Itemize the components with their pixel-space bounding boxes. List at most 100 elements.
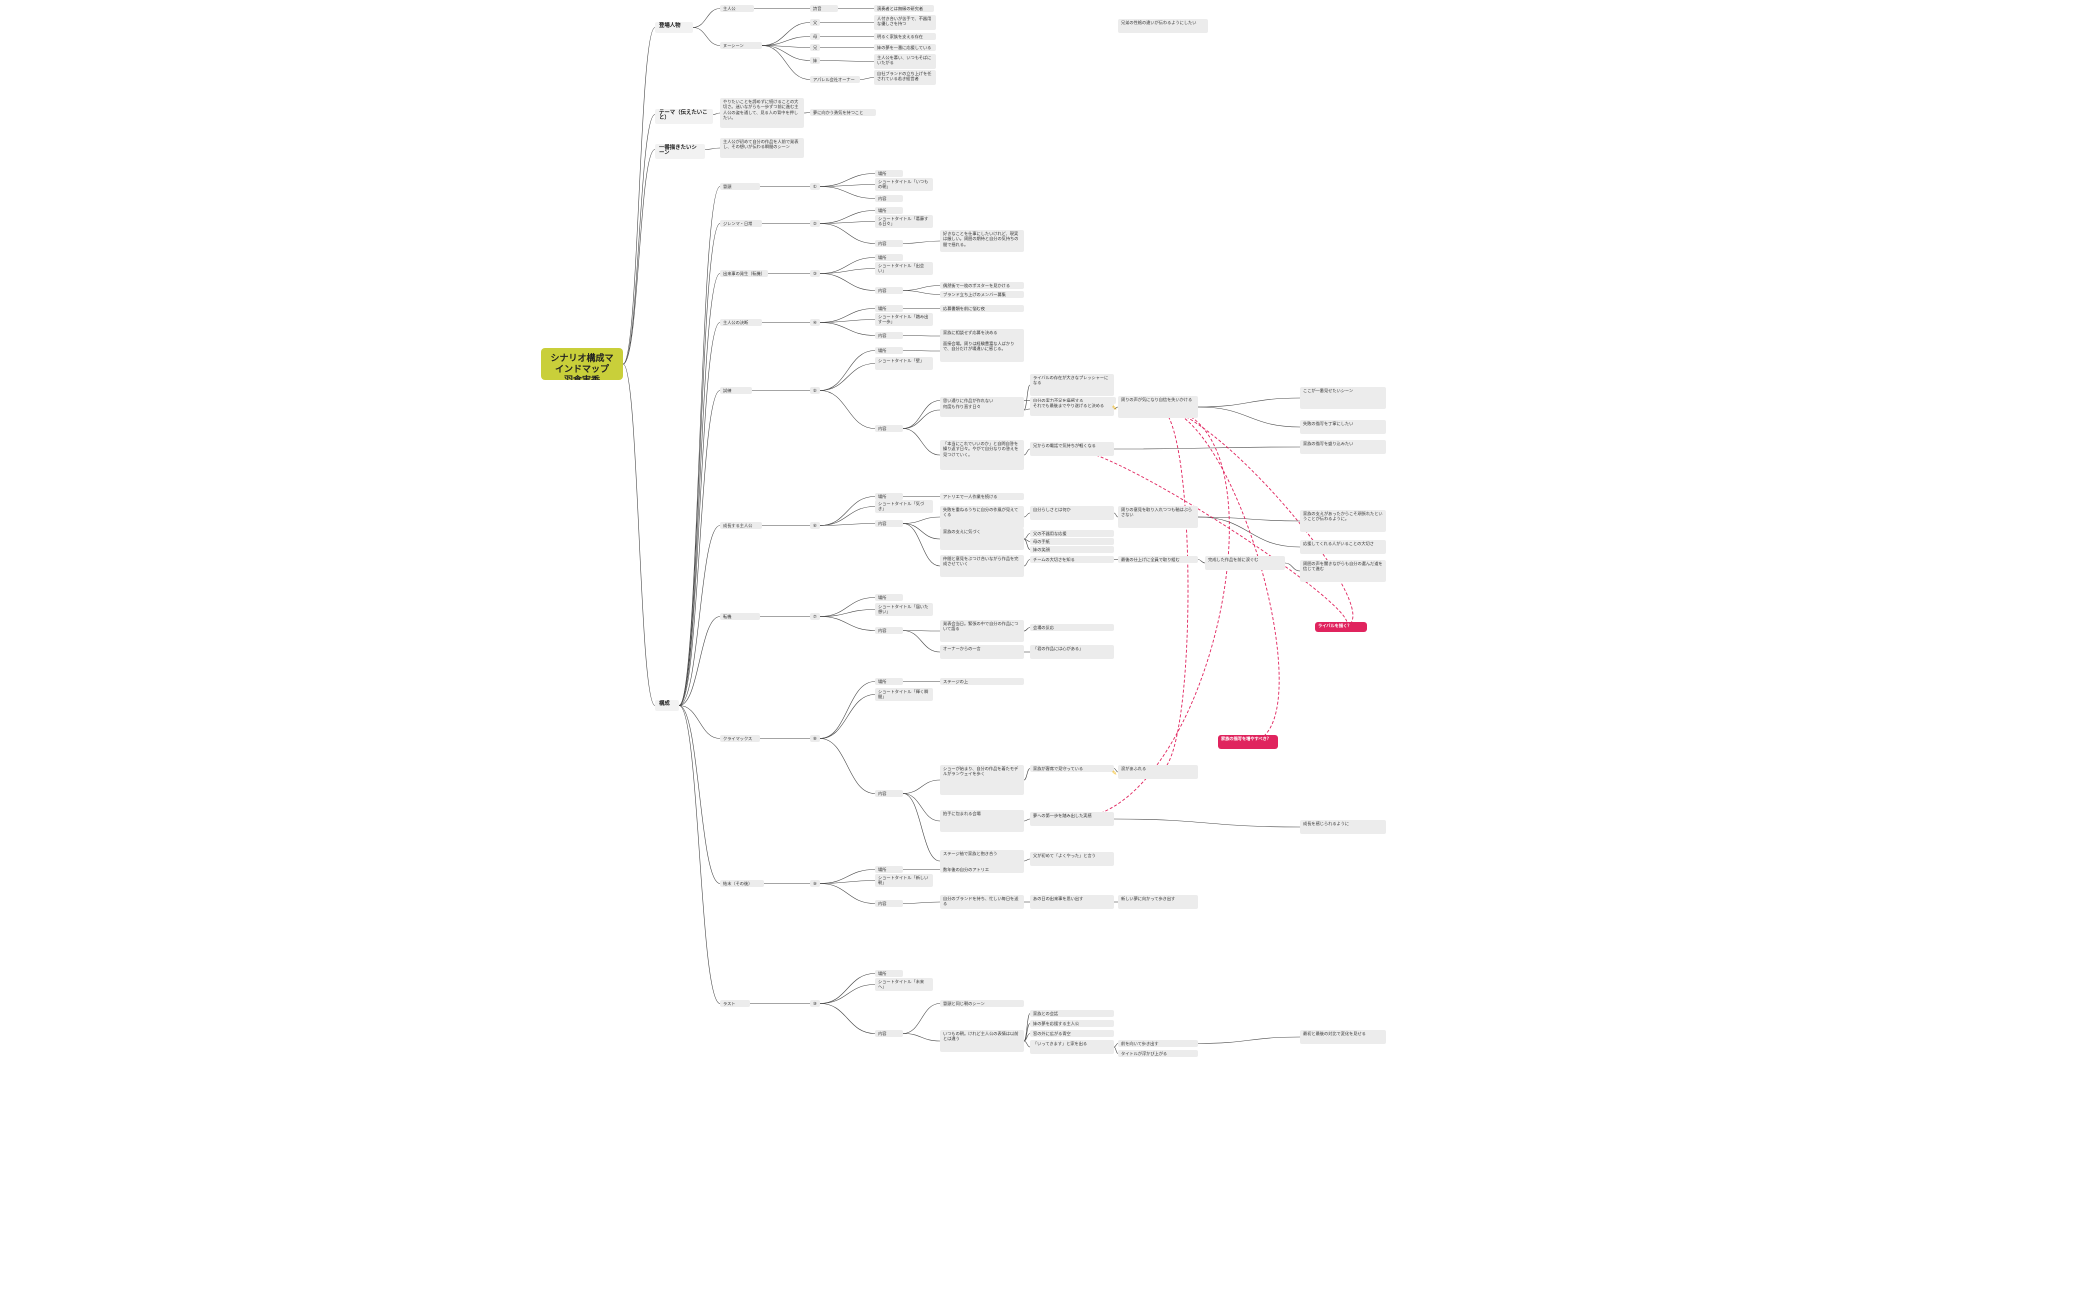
topic-n1a[interactable]: 主人公 [720, 5, 754, 13]
topic-c4b[interactable]: ショートタイトル「踏み出す一歩」 [875, 313, 933, 326]
topic-c2a[interactable]: 場所 [875, 207, 903, 215]
topic-c3b[interactable]: ショートタイトル「出会い」 [875, 262, 933, 275]
topic-c8c1b[interactable]: 涙があふれる [1118, 765, 1198, 779]
topic-n1b2[interactable]: 母 [810, 33, 820, 41]
topic-c9a[interactable]: 場所 [875, 866, 903, 874]
topic-c8x[interactable]: ⑧ [810, 735, 820, 743]
topic-c9a1[interactable]: 数年後の自分のアトリエ [940, 866, 1024, 874]
topic-c6x[interactable]: ⑥ [810, 522, 820, 530]
note-topic-e3[interactable]: 失敗の描写を丁寧にしたい [1300, 420, 1386, 434]
topic-c9c3[interactable]: 新しい夢に向かって歩き出す [1118, 895, 1198, 909]
topic-c6[interactable]: 成長する主人公 [720, 522, 762, 530]
topic-c4a1[interactable]: 応募書類を前に悩む夜 [940, 305, 1024, 313]
note-topic-e7[interactable]: 周囲の声を聞きながらも自分の選んだ道を信じて進む [1300, 560, 1386, 582]
topic-c10c1b[interactable]: 妹の夢を応援する主人公 [1030, 1020, 1114, 1028]
note-topic-e2[interactable]: ここが一番見せたいシーン [1300, 387, 1386, 409]
topic-c6a[interactable]: 場所 [875, 493, 903, 501]
relationship-line[interactable] [1071, 406, 1230, 820]
topic-c1x[interactable]: ① [810, 183, 820, 191]
topic-c1a[interactable]: 場所 [875, 170, 903, 178]
topic-n1b1a[interactable]: 人付き合いが苦手で、不器用な優しさを持つ [874, 15, 936, 30]
topic-c7c[interactable]: 内容 [875, 627, 903, 635]
topic-n1b2a[interactable]: 明るく家族を支える存在 [874, 33, 936, 41]
note-icon[interactable]: ✎ [1112, 770, 1118, 777]
topic-c10c1d[interactable]: 「いってきます」と家を出る [1030, 1040, 1114, 1054]
topic-c6c2[interactable]: 家族の支えに気づく [940, 528, 1024, 550]
topic-c8c[interactable]: 内容 [875, 790, 903, 798]
topic-c3c2[interactable]: ブランド立ち上げのメンバー募集 [940, 291, 1024, 299]
topic-c7a[interactable]: 場所 [875, 594, 903, 602]
topic-c3c[interactable]: 内容 [875, 287, 903, 295]
topic-c9[interactable]: 結末（その後） [720, 880, 764, 888]
note-topic-e6[interactable]: 応援してくれる人がいることの大切さ [1300, 540, 1386, 554]
topic-c7c1a[interactable]: 会場の反応 [1030, 624, 1114, 632]
topic-c5a1[interactable]: 面接会場。周りは経験豊富な人ばかりで、自分だけが場違いに感じる。 [940, 340, 1024, 362]
topic-c5[interactable]: 試練 [720, 387, 752, 395]
topic-c6c3b[interactable]: 最後の仕上げに全員で取り組む [1118, 556, 1198, 564]
topic-c5x[interactable]: ⑤ [810, 387, 820, 395]
topic-c1c[interactable]: 内容 [875, 195, 903, 203]
topic-c9c1[interactable]: 自分のブランドを持ち、忙しい毎日を送る [940, 895, 1024, 909]
topic-c10c0[interactable]: 冒頭と同じ朝のシーン [940, 1000, 1024, 1008]
relationship-line[interactable] [1157, 406, 1189, 773]
root-topic[interactable]: シナリオ構成マインドマップ 羽倉実季 [541, 348, 623, 380]
topic-c4a[interactable]: 場所 [875, 305, 903, 313]
topic-c6b[interactable]: ショートタイトル「気づき」 [875, 500, 933, 513]
topic-c2b[interactable]: ショートタイトル「葛藤する日々」 [875, 215, 933, 228]
topic-c3a[interactable]: 場所 [875, 254, 903, 262]
topic-c8c2[interactable]: 拍手に包まれる会場 [940, 810, 1024, 832]
topic-n1[interactable]: 登場人物 [655, 22, 693, 33]
topic-c6c1b[interactable]: 周りの意見を取り入れつつも軸はぶらさない [1118, 506, 1198, 528]
topic-c4[interactable]: 主人公の決断 [720, 319, 762, 327]
topic-c8c1[interactable]: ショーが始まり、自分の作品を着たモデルがランウェイを歩く [940, 765, 1024, 795]
topic-c4x[interactable]: ④ [810, 319, 820, 327]
topic-c1b[interactable]: ショートタイトル「いつもの朝」 [875, 178, 933, 191]
topic-c10c[interactable]: 内容 [875, 1030, 903, 1038]
topic-c5c[interactable]: 内容 [875, 425, 903, 433]
topic-c7c1[interactable]: 発表会当日。緊張の中で自分の作品について語る [940, 620, 1024, 642]
topic-c2x[interactable]: ② [810, 220, 820, 228]
topic-c1[interactable]: 冒頭 [720, 183, 760, 191]
relationship-line[interactable] [1157, 406, 1354, 628]
topic-c10c1a[interactable]: 家族との会話 [1030, 1010, 1114, 1018]
topic-c3x[interactable]: ③ [810, 270, 820, 278]
topic-n4[interactable]: 構成 [655, 700, 679, 711]
topic-n1b4[interactable]: 妹 [810, 57, 820, 65]
note-topic-e9[interactable]: 最初と最後の対比で変化を見せる [1300, 1030, 1386, 1044]
topic-c10x[interactable]: ⑩ [810, 1000, 820, 1008]
topic-n2b[interactable]: 夢に向かう勇気を持つこと [810, 109, 876, 117]
topic-c8b[interactable]: ショートタイトル「輝く瞬間」 [875, 688, 933, 701]
topic-c4c1[interactable]: 家族に相談せず応募を決める [940, 329, 1024, 343]
topic-c5a[interactable]: 場所 [875, 347, 903, 355]
topic-c3[interactable]: 出来事の発生（転機） [720, 270, 768, 278]
topic-c5c1b2[interactable]: それでも最後までやり遂げると決める [1030, 402, 1114, 416]
topic-c9x[interactable]: ⑨ [810, 880, 820, 888]
note-topic-e4[interactable]: 家族の描写を盛り込みたい [1300, 440, 1386, 454]
topic-c9c[interactable]: 内容 [875, 900, 903, 908]
topic-c6c[interactable]: 内容 [875, 520, 903, 528]
topic-c6c2c[interactable]: 妹の笑顔 [1030, 546, 1114, 554]
topic-n2[interactable]: テーマ（伝えたいこと） [655, 109, 713, 124]
topic-n3a[interactable]: 主人公が初めて自分の作品を人前で発表し、その想いが伝わる瞬間のシーン [720, 138, 804, 158]
topic-n3[interactable]: 一番描きたいシーン [655, 144, 705, 159]
topic-c10c1[interactable]: いつもの朝。けれど主人公の表情は以前とは違う [940, 1030, 1024, 1052]
topic-n2a[interactable]: やりたいことを諦めずに続けることの大切さ。迷いながらも一歩ずつ前に進む主人公の姿… [720, 98, 804, 128]
topic-c5c1b3[interactable]: 周りの声が気になり自信を失いかける [1118, 396, 1198, 418]
topic-c10c1f[interactable]: タイトルが浮かび上がる [1118, 1050, 1198, 1058]
relationship-line[interactable] [1157, 406, 1280, 743]
topic-c8c3a[interactable]: 父が初めて「よくやった」と言う [1030, 852, 1114, 866]
topic-c5c1[interactable]: 思い通りに作品が作れない [940, 397, 1024, 405]
topic-n1b4a[interactable]: 主人公を慕い、いつもそばにいたがる [874, 54, 936, 69]
topic-c5c1b[interactable]: 何度も作り直す日々 [940, 403, 1024, 417]
floating-topic-p2[interactable]: 家族の描写を増やすべき？ [1218, 735, 1278, 749]
topic-c2[interactable]: ジレンマ・日常 [720, 220, 762, 228]
topic-c7[interactable]: 転機 [720, 613, 760, 621]
topic-n1b3[interactable]: 兄 [810, 44, 820, 52]
floating-topic-p1[interactable]: ライバルを描く？ [1315, 622, 1367, 632]
note-icon[interactable]: ✎ [1112, 405, 1118, 412]
topic-c2c1[interactable]: 好きなことを仕事にしたいけれど、現実は厳しい。周囲の期待と自分の気持ちの間で揺れ… [940, 230, 1024, 252]
topic-c2c[interactable]: 内容 [875, 240, 903, 248]
topic-c6a1[interactable]: アトリエで一人作業を続ける [940, 493, 1024, 501]
topic-n1b[interactable]: ヌーシーン [720, 42, 762, 50]
topic-c7x[interactable]: ⑦ [810, 613, 820, 621]
